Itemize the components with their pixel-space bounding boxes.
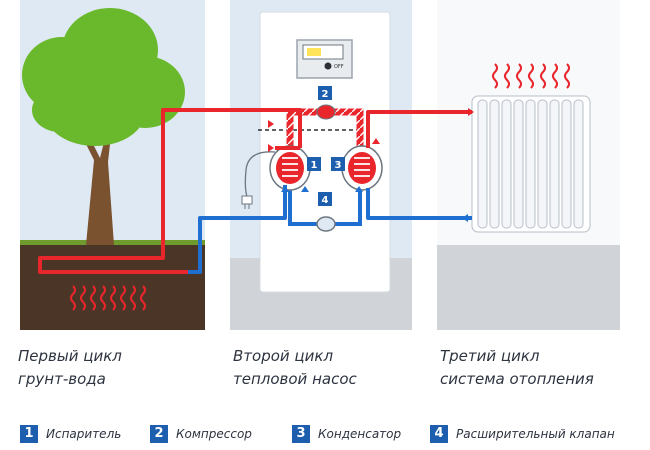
legend-number-badge: 1 [20, 425, 38, 443]
caption-second-cycle-line2: тепловой насос [233, 370, 357, 388]
marker-compressor: 2 [318, 86, 332, 100]
compressor-icon [316, 104, 336, 120]
caption-first-cycle-line2: грунт-вода [18, 370, 106, 388]
legend-label: Испаритель [46, 427, 122, 441]
caption-first-cycle: Первый цикл грунт-вода [18, 345, 122, 391]
svg-text:4: 4 [322, 195, 329, 206]
power-plug-icon [241, 195, 253, 209]
marker-condenser: 3 [331, 157, 345, 171]
caption-first-cycle-line1: Первый цикл [18, 347, 122, 365]
evaporator-icon [269, 145, 311, 191]
marker-expansion-valve: 4 [318, 192, 332, 206]
caption-third-cycle-line1: Третий цикл [440, 347, 540, 365]
legend-item-expansion-valve: 4 Расширительный клапан [430, 424, 615, 444]
svg-text:2: 2 [322, 89, 329, 100]
caption-second-cycle-line1: Второй цикл [233, 347, 334, 365]
marker-evaporator: 1 [307, 157, 321, 171]
legend-label: Конденсатор [318, 427, 402, 441]
legend-item-condenser: 3 Конденсатор [292, 424, 401, 444]
legend-item-evaporator: 1 Испаритель [20, 424, 121, 444]
expansion-valve-icon [316, 216, 336, 232]
flow-arrows [268, 108, 474, 222]
panel-heating-system [437, 0, 620, 330]
control-panel-display-text: OFF [334, 64, 344, 70]
panel-heat-pump: OFF [230, 0, 412, 330]
heating-loop-pipes [366, 110, 472, 220]
heating-loop-hot-pipe [366, 110, 472, 148]
legend-number-badge: 2 [150, 425, 168, 443]
ground-loop-hot-pipe [38, 108, 302, 274]
legend-item-compressor: 2 Компрессор [150, 424, 252, 444]
floor-heating [437, 245, 620, 330]
legend-number-badge: 3 [292, 425, 310, 443]
heat-pump-diagram: OFF [20, 0, 620, 330]
condenser-icon [341, 145, 383, 191]
ground-loop-pipes [38, 108, 302, 274]
ground-loop-cold-pipe [188, 185, 287, 274]
control-panel-icon: OFF [296, 39, 353, 79]
caption-third-cycle: Третий цикл система отопления [440, 345, 594, 391]
svg-text:1: 1 [311, 160, 318, 171]
tree-icon [22, 8, 185, 245]
soil [20, 242, 205, 330]
caption-third-cycle-line2: система отопления [440, 370, 594, 388]
svg-text:3: 3 [335, 160, 342, 171]
legend-label: Расширительный клапан [456, 427, 615, 441]
legend-number-badge: 4 [430, 425, 448, 443]
ground-heat-wave-icon [70, 285, 146, 311]
panel-ground-water [20, 0, 205, 330]
legend-label: Компрессор [176, 427, 252, 441]
caption-second-cycle: Второй цикл тепловой насос [233, 345, 357, 391]
power-cord [244, 151, 276, 201]
radiator-heat-wave-icon [492, 63, 570, 89]
radiator-icon [471, 95, 591, 233]
heating-loop-cold-pipe [366, 188, 472, 220]
